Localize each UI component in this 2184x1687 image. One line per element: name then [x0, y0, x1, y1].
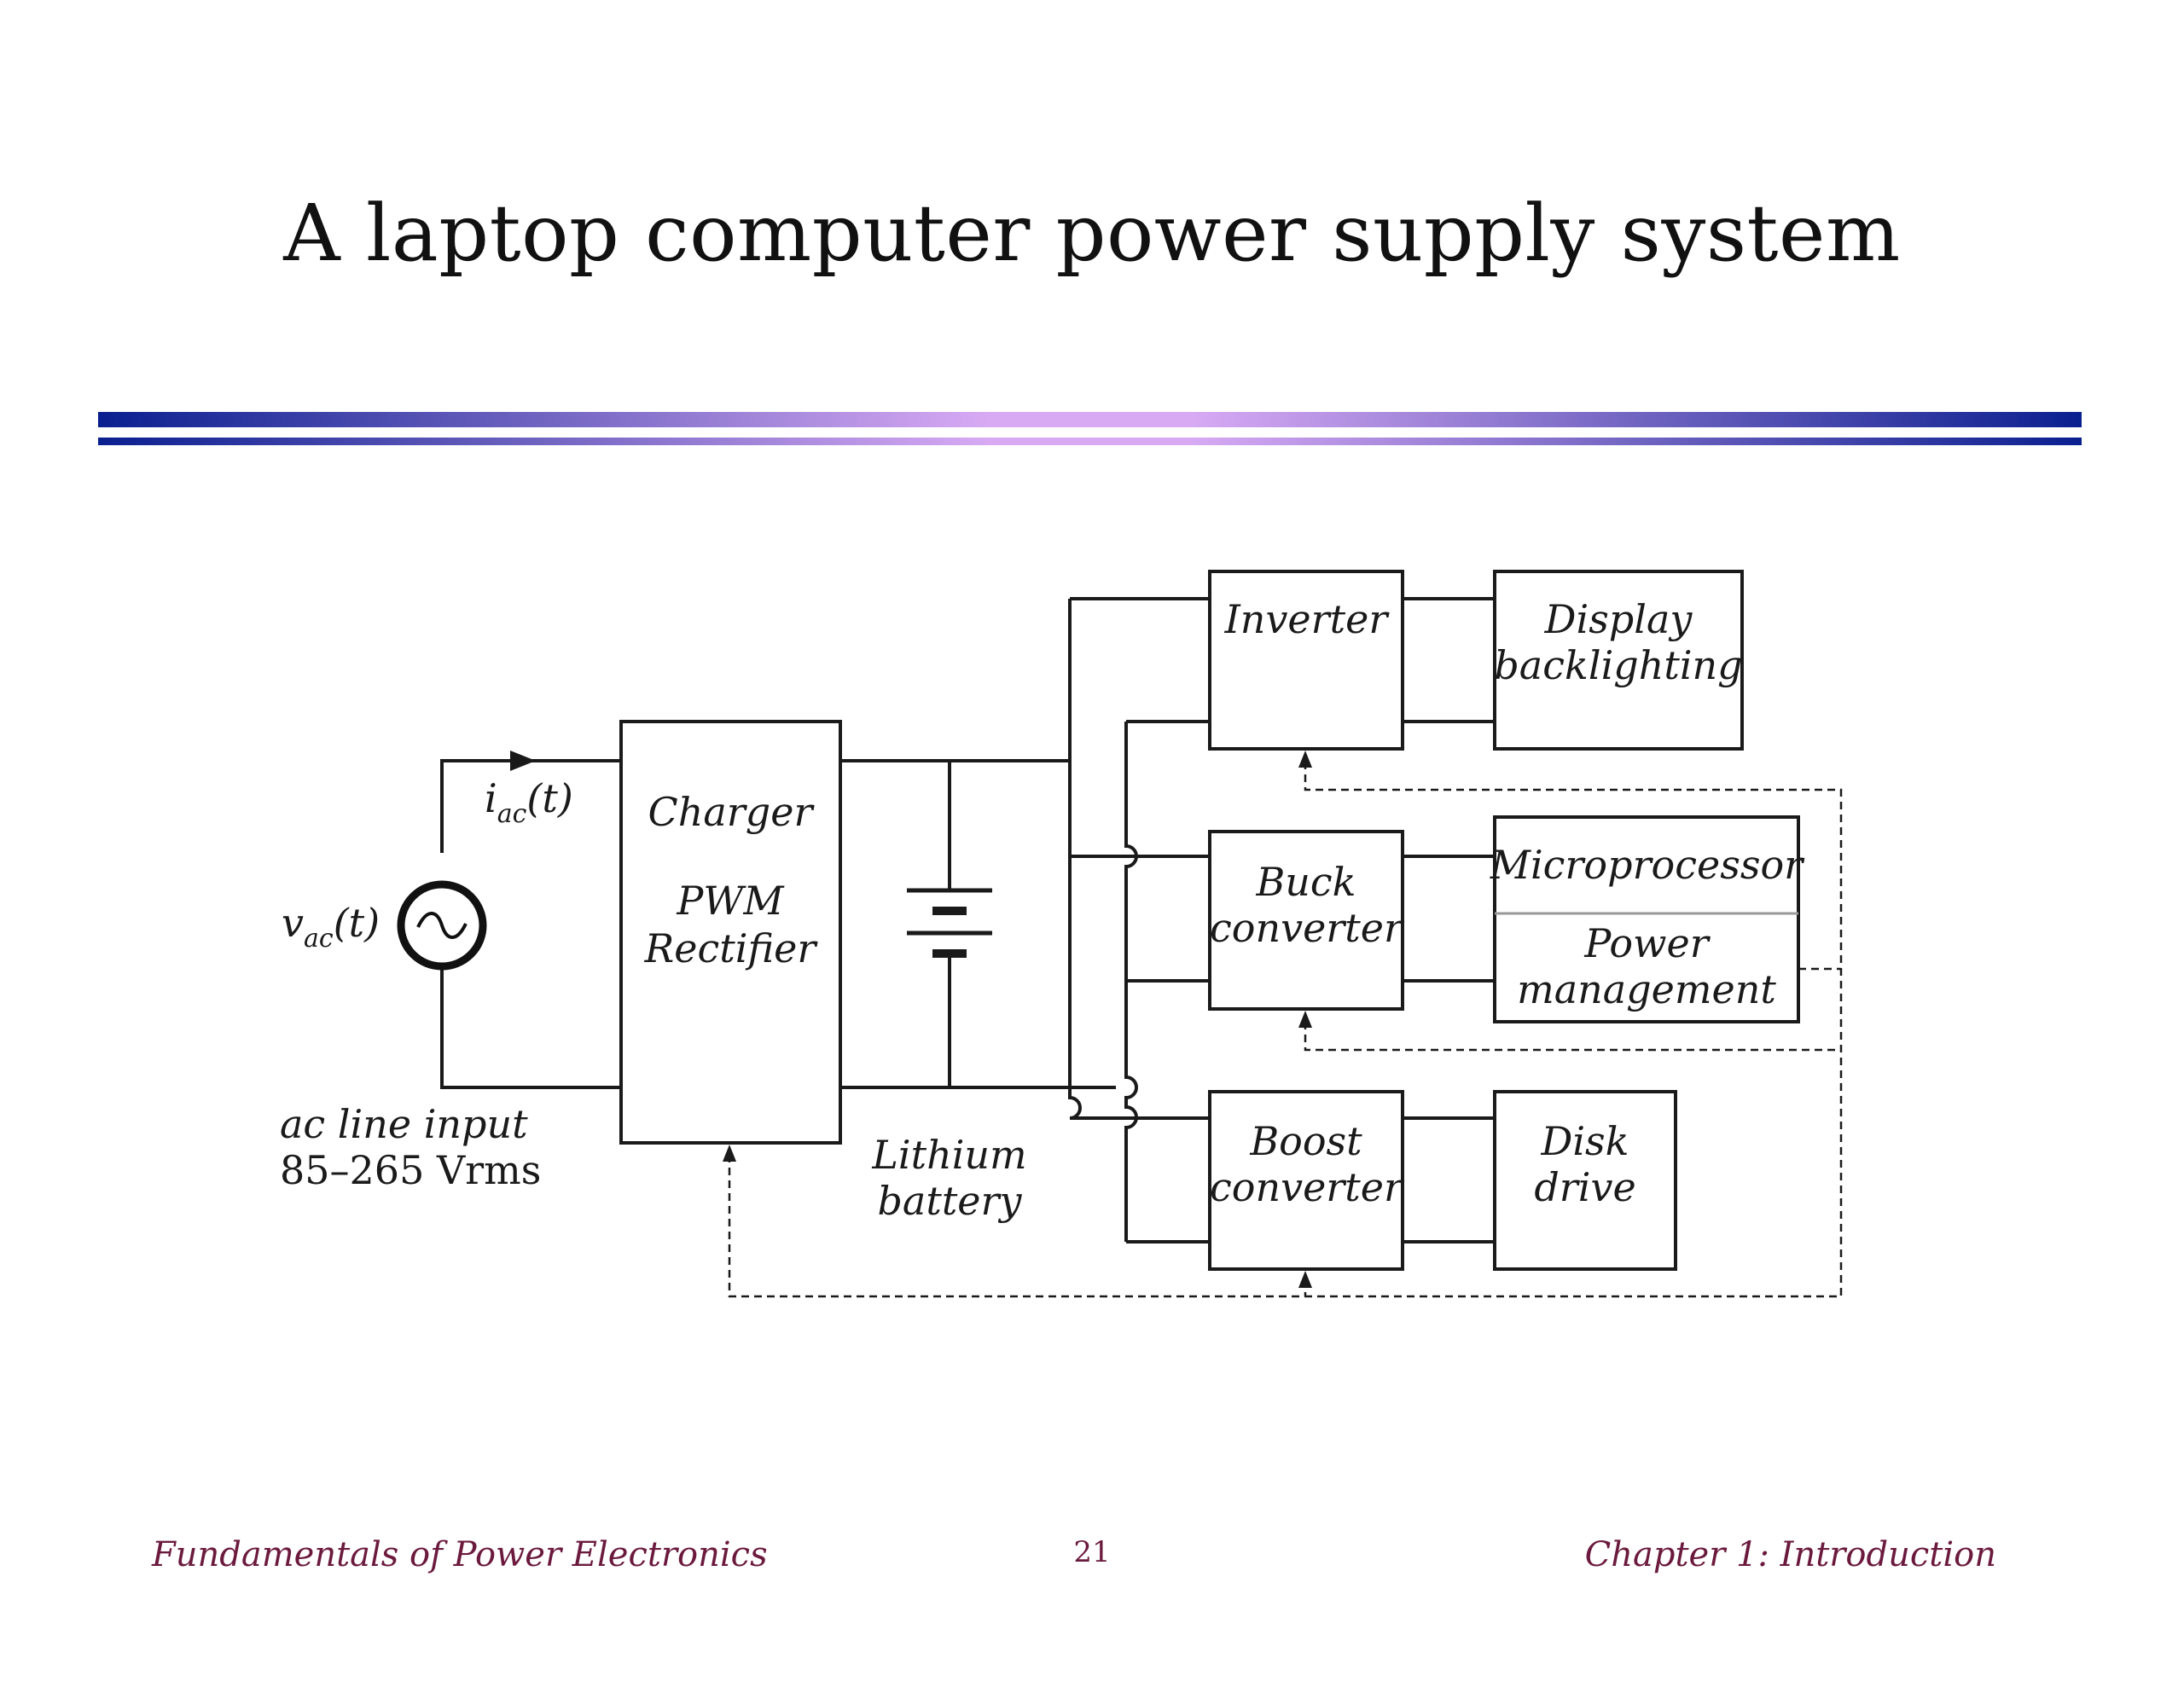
page-title: A laptop computer power supply system	[283, 188, 1901, 279]
power-mgmt-label-line2: management	[1517, 966, 1776, 1012]
disk-label-line2: drive	[1534, 1164, 1635, 1210]
ac-input-label: ac line input	[280, 1101, 528, 1147]
buck-control-arrow-icon	[1298, 1011, 1312, 1028]
power-mgmt-label-line1: Power	[1583, 920, 1711, 966]
boost-label-line1: Boost	[1249, 1118, 1362, 1164]
source-bottom-wire	[440, 968, 621, 1089]
charger-block	[619, 720, 842, 1145]
boost-control-arrow-icon	[1298, 1271, 1312, 1288]
microprocessor-block	[1493, 815, 1800, 1023]
footer-book-title: Fundamentals of Power Electronics	[152, 1535, 768, 1574]
charger-label: Charger	[648, 789, 816, 835]
disk-block	[1493, 1090, 1677, 1271]
battery-symbol	[907, 888, 992, 958]
buck-label-line1: Buck	[1255, 859, 1356, 905]
boost-label-line2: converter	[1210, 1164, 1405, 1210]
buck-label-line2: converter	[1210, 905, 1405, 951]
display-block	[1493, 570, 1744, 751]
display-label-line2: backlighting	[1494, 642, 1742, 688]
source-current-label: iac(t)	[485, 775, 573, 829]
source-voltage-label: vac(t)	[282, 900, 380, 954]
title-rule-thick	[98, 412, 2082, 427]
title-rule-thin	[98, 438, 2082, 445]
buck-control	[1304, 1022, 1841, 1052]
sine-wave-icon	[416, 912, 468, 939]
charger-rectifier-label: Rectifier	[644, 925, 819, 971]
display-label-line1: Display	[1544, 596, 1693, 642]
ac-source	[397, 880, 487, 971]
inverter-label: Inverter	[1224, 596, 1391, 642]
buck-block	[1208, 830, 1404, 1011]
inverter-control-arrow-icon	[1298, 751, 1312, 768]
charger-pwm-label: PWM	[676, 878, 785, 924]
wiring	[440, 597, 1495, 1244]
top-rail	[1068, 599, 1082, 1120]
footer-page-number: 21	[1073, 1535, 1111, 1569]
ac-input-range: 85–265 Vrms	[280, 1147, 541, 1193]
microprocessor-label: Microprocessor	[1490, 842, 1805, 888]
current-arrow-icon	[510, 751, 536, 771]
control-loop	[728, 762, 1843, 1298]
blocks	[619, 570, 1800, 1271]
battery-label-line2: battery	[877, 1178, 1022, 1224]
inverter-block	[1208, 570, 1404, 751]
disk-label-line1: Disk	[1540, 1118, 1629, 1164]
boost-block	[1208, 1090, 1404, 1271]
footer-chapter: Chapter 1: Introduction	[1584, 1535, 1996, 1574]
source-top-wire	[440, 759, 621, 853]
charger-control-arrow-icon	[723, 1145, 736, 1162]
control-arrows	[510, 751, 1312, 1288]
battery-label-line1: Lithium	[871, 1132, 1026, 1178]
